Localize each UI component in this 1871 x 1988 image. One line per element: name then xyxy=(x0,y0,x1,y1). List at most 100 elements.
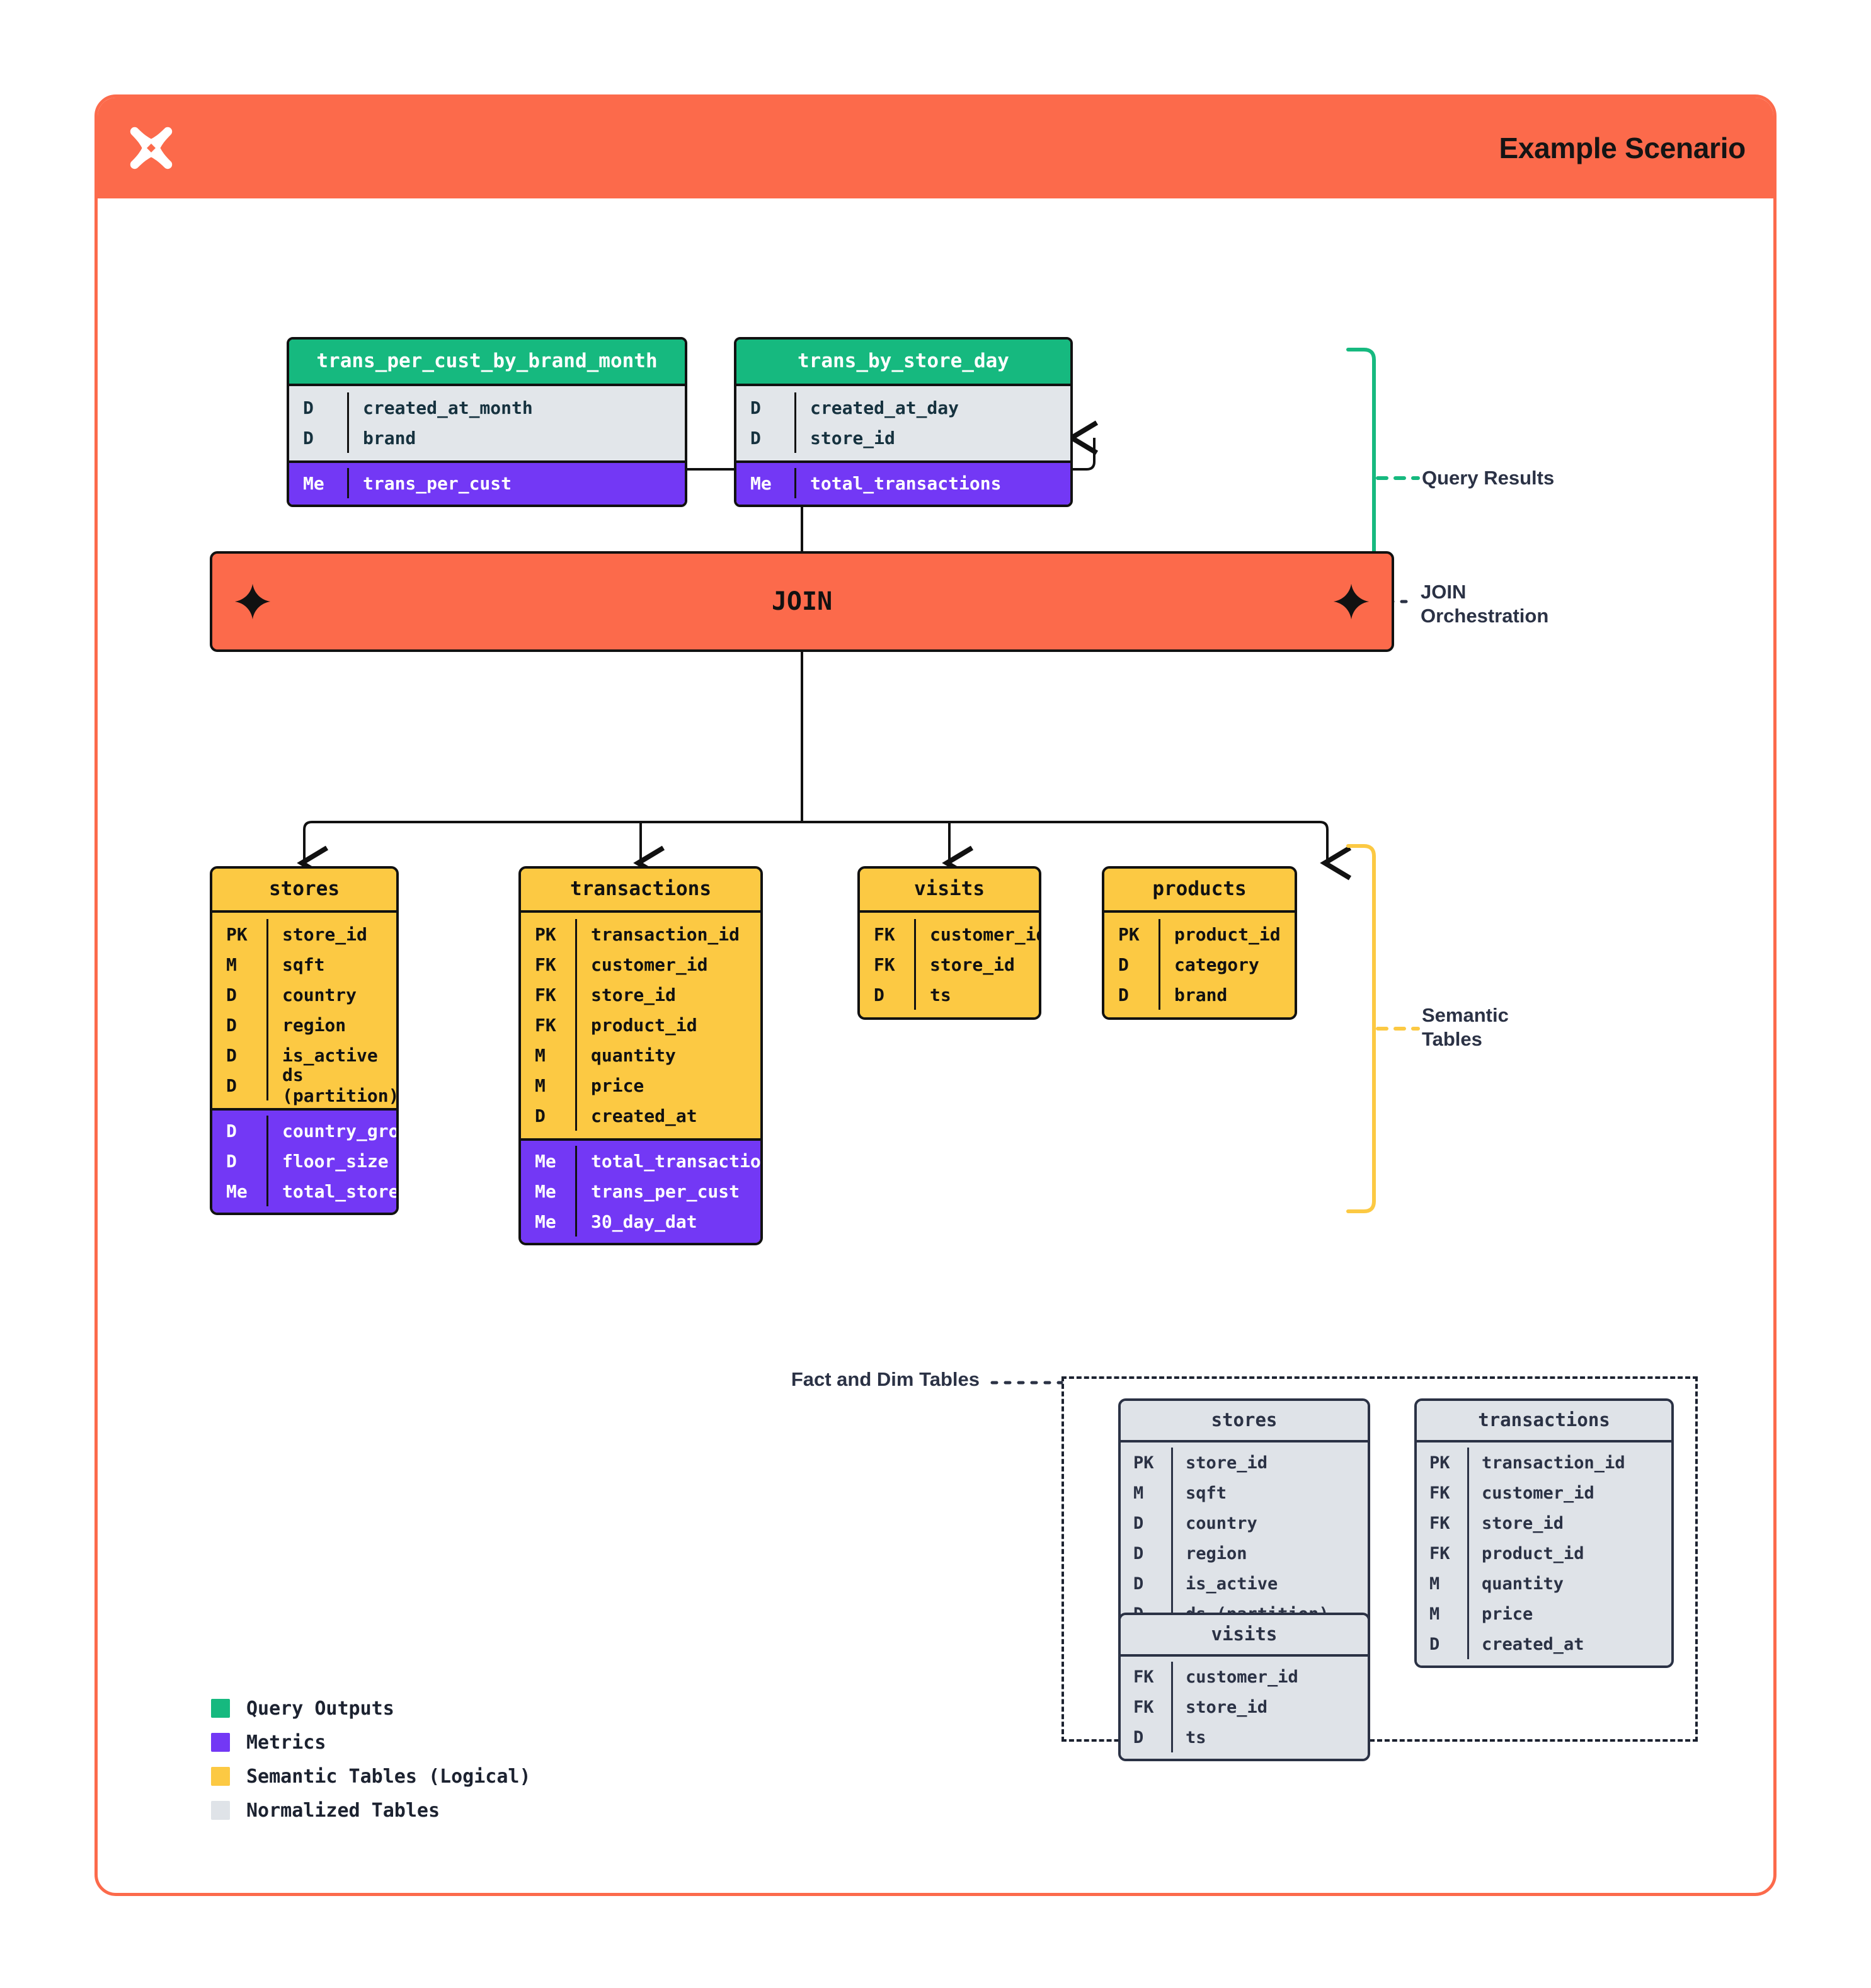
row-value: price xyxy=(1467,1599,1671,1629)
join-label-line-2: Orchestration xyxy=(1421,604,1549,627)
row-value: store_id xyxy=(1171,1448,1368,1478)
table-row: FK product_id xyxy=(521,1010,760,1040)
header-bar: Example Scenario xyxy=(98,98,1773,198)
row-value: price xyxy=(575,1070,760,1100)
join-orchestration-bar[interactable]: JOIN xyxy=(210,551,1394,652)
query-result-table-1[interactable]: trans_by_store_day D created_at_day D st… xyxy=(734,337,1073,507)
row-value: sqft xyxy=(1171,1478,1368,1508)
row-value: customer_id xyxy=(914,919,1039,949)
row-key: PK xyxy=(1133,1453,1154,1473)
row-value: store_id xyxy=(575,980,760,1010)
row-key: Me xyxy=(303,472,324,494)
diagram-frame: Example Scenario xyxy=(94,94,1777,1896)
row-value: ds (partition) xyxy=(266,1065,396,1106)
query-results-label: Query Results xyxy=(1422,467,1555,489)
row-key: FK xyxy=(535,1014,556,1036)
row-key: D xyxy=(226,1150,237,1172)
row-key: FK xyxy=(1429,1483,1450,1503)
row-value: total_transactions xyxy=(794,468,1070,498)
row-value: region xyxy=(1171,1538,1368,1568)
table-title: stores xyxy=(212,869,396,913)
row-value: customer_id xyxy=(1467,1478,1671,1508)
sparkle-icon xyxy=(234,583,271,620)
row-key: D xyxy=(226,984,237,1005)
table-title: products xyxy=(1104,869,1295,913)
table-row: Me trans_per_cust xyxy=(521,1176,760,1206)
row-value: country_group xyxy=(266,1116,396,1146)
row-key: D xyxy=(1118,954,1129,975)
legend-item: Metrics xyxy=(211,1725,531,1759)
row-value: customer_id xyxy=(1171,1662,1368,1692)
join-orchestration-label: JOIN Orchestration xyxy=(1421,580,1548,628)
row-key: D xyxy=(1429,1634,1440,1654)
query-result-table-0[interactable]: trans_per_cust_by_brand_month D created_… xyxy=(287,337,687,507)
legend-label: Metrics xyxy=(246,1731,326,1754)
metric-group: Me trans_per_cust xyxy=(289,460,685,505)
table-row: D brand xyxy=(289,423,685,453)
row-value: store_id xyxy=(1171,1692,1368,1722)
row-key: D xyxy=(1133,1543,1144,1563)
row-key: Me xyxy=(535,1180,556,1202)
row-value: trans_per_cust xyxy=(347,468,685,498)
legend-swatch-metrics xyxy=(211,1733,230,1752)
row-key: D xyxy=(303,397,314,418)
legend-label: Query Outputs xyxy=(246,1697,394,1720)
table-title: visits xyxy=(1121,1615,1368,1657)
row-value: trans_per_cust xyxy=(575,1176,760,1206)
legend-item: Normalized Tables xyxy=(211,1793,531,1827)
row-value: store_id xyxy=(266,919,396,949)
table-row: D created_at_day xyxy=(736,392,1070,423)
table-row: Me total_transactions xyxy=(736,468,1070,498)
row-value: product_id xyxy=(575,1010,760,1040)
join-label-line-1: JOIN xyxy=(1421,581,1467,603)
table-row: FK customer_id xyxy=(1417,1478,1671,1508)
row-key: D xyxy=(535,1105,546,1126)
row-key: D xyxy=(750,397,761,418)
x-star-logo-icon xyxy=(130,127,173,169)
row-value: product_id xyxy=(1159,919,1295,949)
row-key: D xyxy=(226,1014,237,1036)
row-value: store_id xyxy=(794,423,1070,453)
row-key: D xyxy=(226,1044,237,1066)
row-key: FK xyxy=(1133,1667,1154,1687)
row-value: ts xyxy=(914,980,1039,1010)
row-key: D xyxy=(1133,1727,1144,1747)
row-value: brand xyxy=(347,423,685,453)
legend-label: Normalized Tables xyxy=(246,1799,440,1822)
row-value: floor_size xyxy=(266,1146,396,1176)
row-value: product_id xyxy=(1467,1538,1671,1568)
fact-dim-tables-label: Fact and Dim Tables xyxy=(791,1368,980,1390)
row-key: FK xyxy=(874,923,895,945)
row-key: PK xyxy=(1118,923,1140,945)
table-title: visits xyxy=(860,869,1039,913)
row-key: Me xyxy=(535,1150,556,1172)
table-title: trans_per_cust_by_brand_month xyxy=(289,340,685,384)
